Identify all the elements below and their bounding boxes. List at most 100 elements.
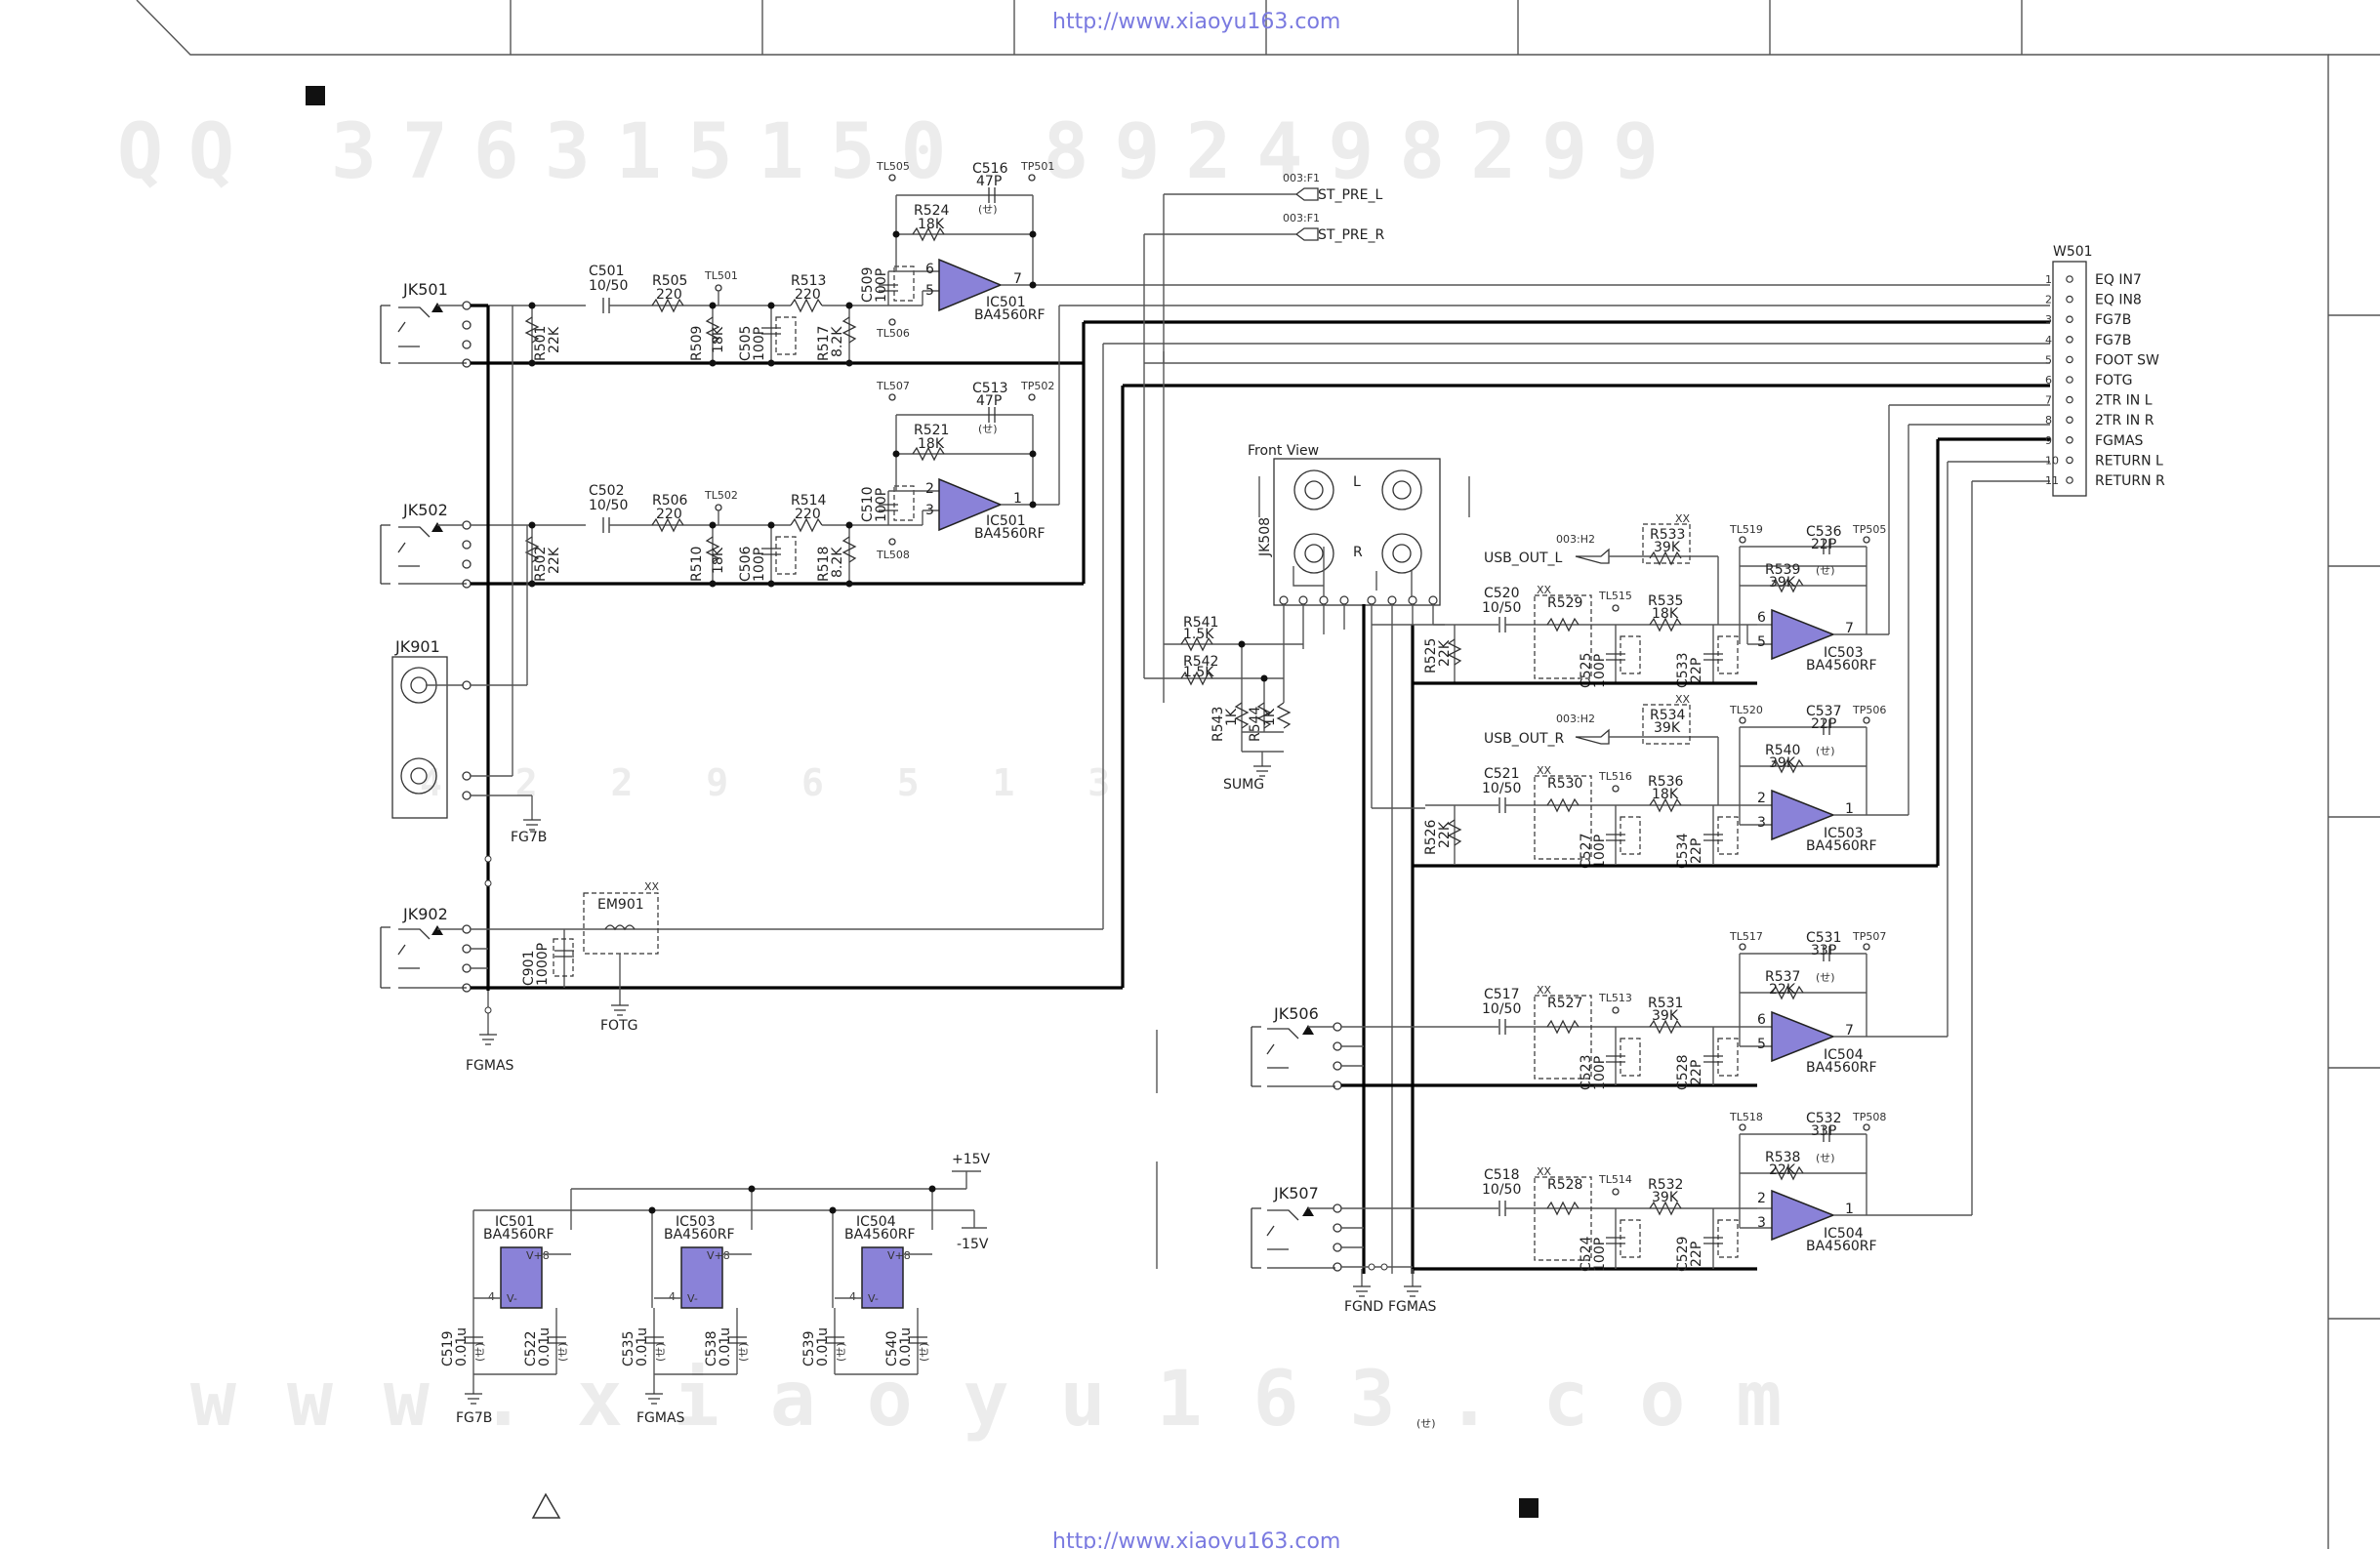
w501-pin-label: RETURN L [2095, 453, 2163, 469]
usb-r-flag: USB_OUT_R [1484, 731, 1565, 747]
jk506-return-stage: JK506 C517 10/50 XX R527 C523 100P TL513… [1156, 461, 2050, 1093]
tl514-label: TL514 [1598, 1173, 1632, 1186]
c525-label: C525 [1579, 653, 1594, 689]
r532-value: 39K [1652, 1190, 1679, 1205]
ic504b-pin3: 3 [1757, 1215, 1766, 1231]
r544-value: 1K [1262, 708, 1278, 726]
w501-pin [2066, 295, 2073, 304]
r536-label: R536 [1648, 774, 1684, 790]
st-pre-flags: 003:F1 ST_PRE_L 003:F1 ST_PRE_R [1143, 172, 1384, 703]
corner-marker-square [306, 86, 325, 105]
w501-pin [2066, 456, 2073, 465]
r525-value: 22K [1437, 639, 1453, 667]
r542-label: R542 [1183, 654, 1218, 670]
tl506-label: TL506 [876, 327, 910, 340]
w501-pin-number: 10 [2045, 454, 2059, 467]
r502-value: 22K [547, 547, 562, 574]
ic501a-name: IC501 [986, 295, 1026, 310]
c524-label: C524 [1579, 1236, 1594, 1272]
r533-xx: XX [1675, 512, 1691, 525]
r513-label: R513 [791, 273, 826, 289]
c525-value: 100P [1592, 654, 1608, 688]
tl518-label: TL518 [1729, 1111, 1763, 1123]
w501-pin [2066, 335, 2073, 344]
m15v-label: -15V [957, 1237, 989, 1252]
r535-label: R535 [1648, 593, 1683, 609]
jk901-jack: JK901 FG7B [391, 306, 547, 845]
ic501a-opamp [938, 258, 1003, 312]
c509-value: 100P [874, 268, 889, 303]
supply-ic-vminus: V- [868, 1292, 879, 1305]
supply-ic-body [861, 1246, 904, 1309]
supply-ic-name: IC503 [676, 1214, 716, 1230]
w501-pin-number: 6 [2045, 374, 2052, 387]
ic503b-pin2: 2 [1757, 791, 1766, 806]
c534-value: 22P [1689, 838, 1704, 864]
front-view-label: Front View [1248, 443, 1319, 459]
c521-label: C521 [1484, 766, 1520, 782]
c502-value: 10/50 [589, 498, 628, 513]
c528-label: C528 [1675, 1055, 1691, 1091]
r517-label: R517 [816, 326, 832, 361]
ic504a-pin5: 5 [1757, 1037, 1766, 1052]
supply-ground-label: FGMAS [636, 1410, 685, 1426]
r538-value: 22K [1769, 1162, 1796, 1178]
r527-label: R527 [1547, 996, 1582, 1011]
tl505-label: TL505 [876, 160, 910, 173]
supply-ic-vminus: V- [687, 1292, 698, 1305]
w501-pin-number: 1 [2045, 273, 2052, 286]
decoupling-cap-value: 0.01u [898, 1327, 914, 1366]
r502-label: R502 [533, 547, 549, 582]
ic501b-pin3: 3 [925, 503, 934, 518]
c513-label: C513 [972, 381, 1008, 396]
w501-pin-label: EQ IN7 [2095, 272, 2142, 288]
jk508-label: JK508 [1257, 517, 1273, 557]
w501-pin [2066, 476, 2073, 484]
tp506-label: TP506 [1852, 704, 1886, 716]
c517-label: C517 [1484, 987, 1520, 1002]
r528-label: R528 [1547, 1177, 1582, 1193]
w501-pin-number: 3 [2045, 313, 2052, 326]
watermark-digits: 4 2 2 9 6 5 1 3 [420, 761, 1135, 804]
ic504a-pin6: 6 [1757, 1012, 1766, 1028]
decoupling-cap-value: 0.01u [718, 1327, 733, 1366]
supply-ic-part: BA4560RF [844, 1227, 916, 1243]
supply-ic-vplus: V+8 [707, 1249, 730, 1262]
w501-pin-number: 4 [2045, 334, 2052, 346]
r524-label: R524 [914, 203, 950, 219]
ic501a-pin6: 6 [925, 262, 934, 277]
bottom-mark: (せ) [1416, 1417, 1436, 1430]
r506-value: 220 [656, 507, 682, 522]
r539-mark: (せ) [1816, 564, 1835, 577]
decoupling-cap-value: 0.01u [815, 1327, 831, 1366]
decoupling-cap-label: C538 [704, 1331, 719, 1367]
c505-value: 100P [752, 327, 767, 361]
usb-l-flag: USB_OUT_L [1484, 550, 1563, 566]
r510-value: 18K [711, 547, 726, 574]
w501-pin-number: 7 [2045, 394, 2052, 407]
w501-pin-number: 11 [2045, 474, 2059, 487]
jk902-jack: JK902 C901 1000P EM901 XX FOTG FGMAS [380, 363, 2050, 1074]
supply-ic-name: IC504 [856, 1214, 896, 1230]
c534-label: C534 [1675, 833, 1691, 869]
jk507-label: JK507 [1273, 1184, 1319, 1203]
r544-label: R544 [1248, 706, 1263, 742]
decoupling-cap-mark: (せ) [835, 1342, 847, 1362]
r535-value: 18K [1652, 606, 1679, 622]
tp505-label: TP505 [1852, 523, 1886, 536]
url-top: http://www.xiaoyu163.com [1052, 10, 1340, 34]
r527-xx: XX [1537, 984, 1552, 997]
tp501-label: TP501 [1020, 160, 1054, 173]
ic503a-pin7: 7 [1845, 621, 1854, 636]
r538-mark: (せ) [1816, 1152, 1835, 1164]
ic503b-pin3: 3 [1757, 815, 1766, 831]
w501-pin-number: 8 [2045, 414, 2052, 427]
warning-triangle-icon [531, 1492, 561, 1519]
r542-value: 1.5K [1183, 665, 1214, 680]
decoupling-cap-label: C535 [621, 1331, 636, 1367]
ic504a-part: BA4560RF [1806, 1060, 1877, 1076]
tl515-label: TL515 [1598, 590, 1632, 602]
r541-value: 1.5K [1183, 627, 1214, 642]
decoupling-cap-mark: (せ) [473, 1342, 486, 1362]
w501-pin [2066, 416, 2073, 425]
